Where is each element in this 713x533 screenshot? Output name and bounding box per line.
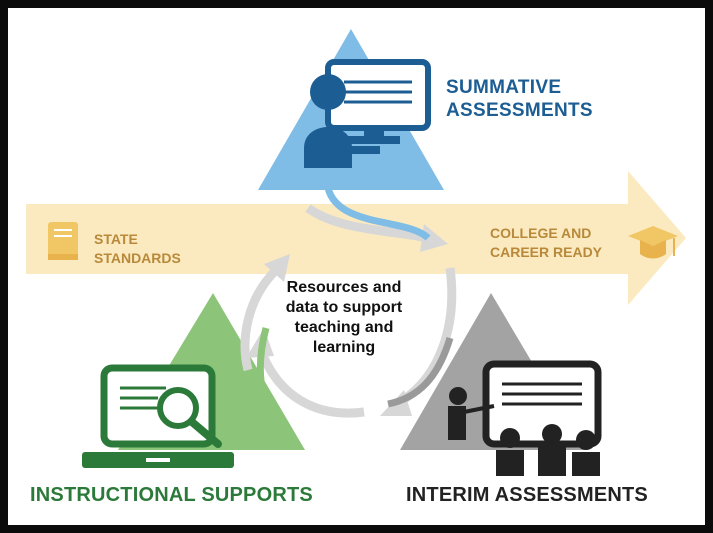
center-resources-label: Resources and data to support teaching a… (285, 279, 403, 356)
state-standards-label: STATE STANDARDS (94, 231, 181, 266)
graduation-cap-icon (628, 226, 678, 259)
teacher-presenting-icon (448, 360, 602, 476)
instructional-supports-label: INSTRUCTIONAL SUPPORTS (30, 484, 313, 506)
summative-assessments-label: SUMMATIVE ASSESSMENTS (446, 77, 593, 121)
standards-arrow-band (26, 171, 686, 305)
diagram-canvas (26, 29, 686, 476)
college-career-ready-label: COLLEGE AND CAREER READY (490, 225, 603, 260)
interim-assessments-label: INTERIM ASSESSMENTS (406, 484, 648, 506)
cycle-arrows-icon (240, 186, 457, 418)
person-at-computer-icon (304, 59, 431, 168)
book-icon (48, 222, 78, 260)
laptop-magnifier-icon (82, 364, 234, 468)
diagram-frame: SUMMATIVE ASSESSMENTS STATE STANDARDS CO… (8, 8, 705, 525)
